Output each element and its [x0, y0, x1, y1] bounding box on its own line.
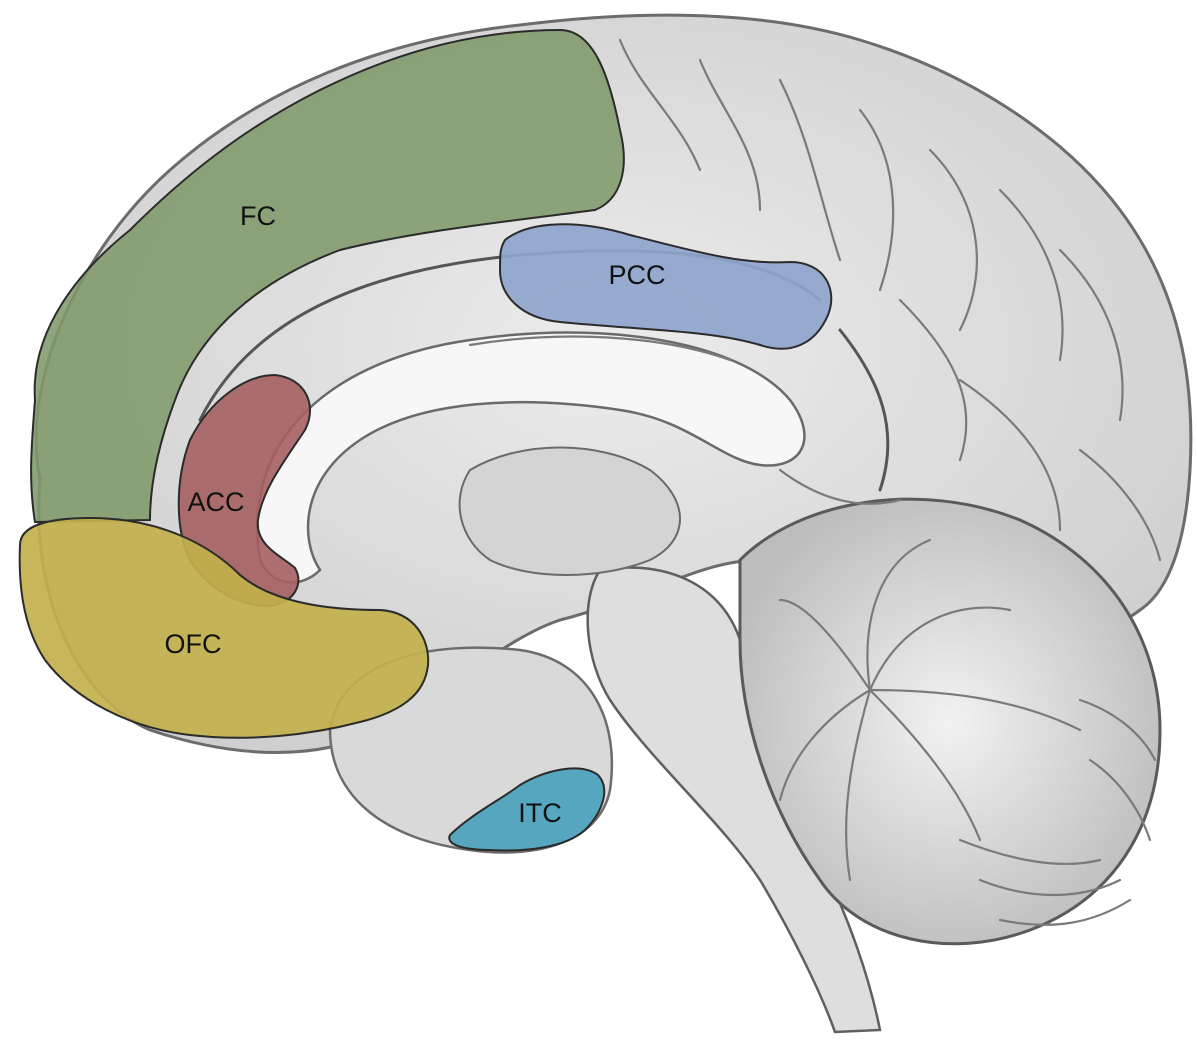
fc-label: FC: [240, 201, 276, 231]
ofc-label: OFC: [165, 629, 222, 659]
pcc-label: PCC: [608, 260, 665, 290]
itc-label: ITC: [518, 798, 562, 828]
acc-label: ACC: [187, 487, 244, 517]
